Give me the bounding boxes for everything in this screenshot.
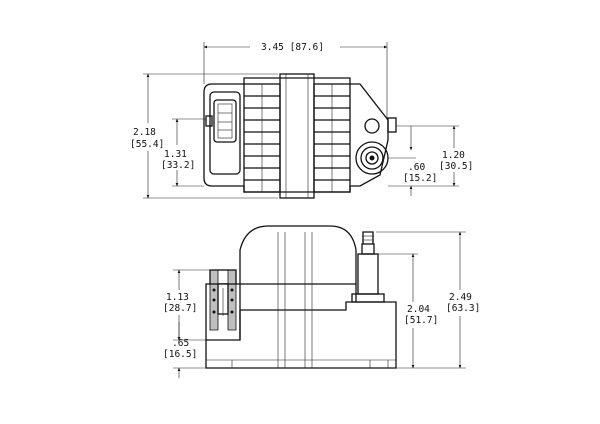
dim-side-lower: .65 [16.5]: [163, 322, 206, 378]
top-view: 3.45 [87.6] 2.18 [55.4] 1.31 [33.2] 1.: [130, 42, 473, 199]
top-connector-housing: [209, 91, 241, 175]
dim-side-tower: 2.04 [51.7]: [378, 253, 438, 369]
side-view: 1.13 [28.7] .65 [16.5] 2.04 [51.7] 2.49: [163, 225, 480, 378]
dim-side-total-mm: [63.3]: [446, 303, 480, 314]
dim-side-connector: 1.13 [28.7]: [163, 269, 212, 341]
top-connector-socket: [213, 99, 237, 143]
dim-terminal-small: .60 [15.2]: [388, 126, 437, 196]
dim-terminal-offset-mm: [30.5]: [439, 161, 473, 172]
dim-side-tower-mm: [51.7]: [404, 315, 438, 326]
dim-connector-height: 1.31 [33.2]: [161, 118, 206, 187]
dim-top-height: 2.18 [55.4]: [130, 73, 278, 199]
dim-side-connector-inch: 1.13: [166, 292, 189, 303]
dim-side-connector-mm: [28.7]: [163, 303, 197, 314]
side-hv-tower: [351, 231, 385, 303]
hv-terminal: [355, 141, 389, 175]
center-core: [279, 73, 315, 199]
dim-side-total-inch: 2.49: [449, 292, 472, 303]
dim-side-lower-inch: .65: [172, 338, 189, 349]
dim-terminal-offset: 1.20 [30.5]: [388, 125, 473, 187]
dim-terminal-offset-inch: 1.20: [442, 150, 465, 161]
side-housing-dome: [239, 225, 357, 302]
dim-overall-width: 3.45 [87.6]: [203, 42, 388, 118]
dim-top-height-mm: [55.4]: [130, 139, 164, 150]
left-fin-block: [243, 83, 281, 193]
dim-terminal-small-mm: [15.2]: [403, 173, 437, 184]
dim-side-lower-mm: [16.5]: [163, 349, 197, 360]
dim-top-height-inch: 2.18: [133, 127, 156, 138]
dim-connector-height-inch: 1.31: [164, 149, 187, 160]
dim-overall-width-text: 3.45 [87.6]: [261, 42, 324, 53]
mounting-hole: [364, 118, 380, 134]
dim-terminal-small-inch: .60: [408, 162, 425, 173]
dim-side-total: 2.49 [63.3]: [376, 231, 480, 369]
top-body-outline: [203, 77, 389, 193]
connector-latch: [205, 115, 213, 127]
right-fin-block: [313, 83, 351, 193]
top-connector-inner: [217, 103, 233, 139]
dim-side-tower-inch: 2.04: [407, 304, 430, 315]
side-connector-section: [209, 269, 237, 331]
side-tab: [387, 117, 397, 133]
dim-connector-height-mm: [33.2]: [161, 160, 195, 171]
